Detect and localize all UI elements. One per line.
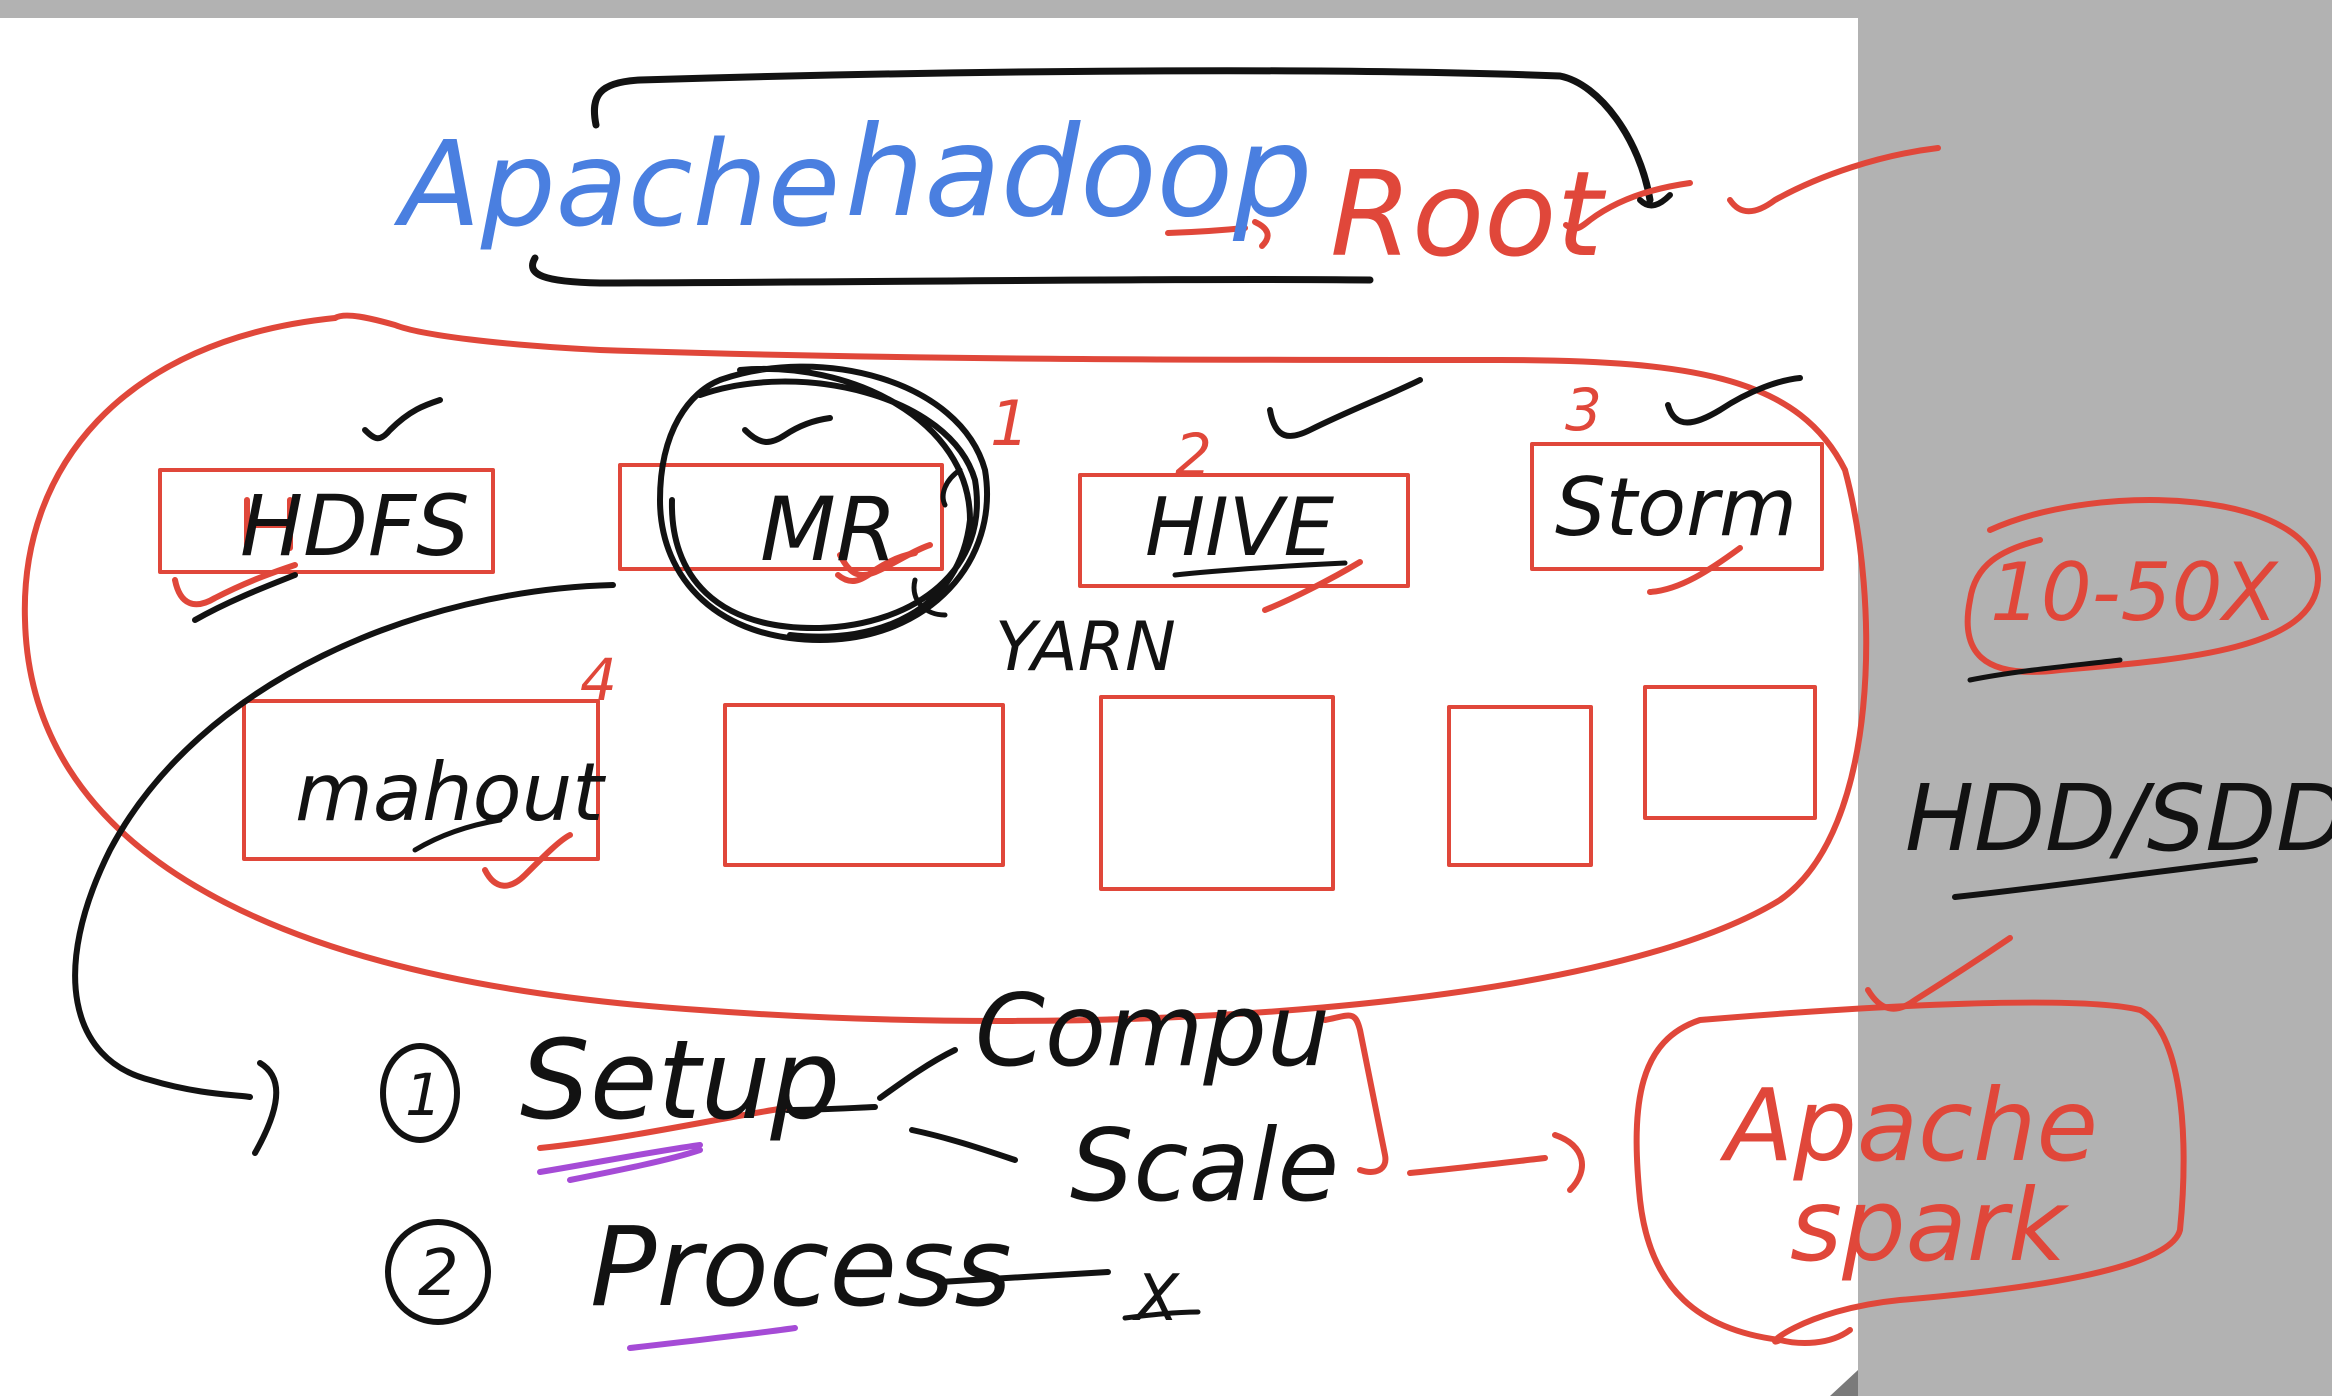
empty-box-2 — [1099, 695, 1335, 891]
check-icon — [1727, 145, 1941, 215]
setup-to-compu — [877, 1047, 958, 1101]
x-underline — [1122, 1309, 1201, 1321]
hdfs-red-h — [244, 497, 293, 551]
mahout-number: 4 — [580, 646, 617, 714]
storm-number: 3 — [1565, 376, 1602, 444]
title-hadoop: hadoop — [845, 100, 1312, 245]
process-cross: X — [1132, 1262, 1180, 1336]
storm-label: Storm — [1555, 461, 1797, 554]
flow-arrowhead — [252, 1060, 280, 1156]
compu-label: Compu — [975, 972, 1330, 1089]
check-icon — [482, 832, 573, 889]
hdd-ssd-label: HDD/SDD — [1905, 765, 2332, 872]
corner-fold-icon — [1830, 1370, 1858, 1396]
empty-box-3 — [1447, 705, 1593, 867]
title-apache: Apache — [393, 115, 840, 253]
scale-label: Scale — [1070, 1107, 1339, 1224]
process-line — [937, 1269, 1111, 1285]
check-icon — [742, 415, 833, 445]
hdfs-label: HDFS — [240, 477, 469, 575]
setup-underline-red — [537, 1105, 788, 1151]
hdd-ssd-underline — [1952, 857, 2258, 900]
hive-box — [1078, 473, 1410, 588]
step-one-marker: 1 — [405, 1061, 442, 1129]
hive-label: HIVE — [1145, 481, 1334, 574]
mahout-box — [242, 699, 600, 861]
setup-line — [784, 1104, 878, 1113]
hdfs-box — [158, 468, 495, 574]
process-underline-purple — [627, 1325, 798, 1351]
step-two-marker: 2 — [418, 1237, 459, 1311]
yarn-label: YARN — [995, 608, 1176, 687]
tenx-label: 10-50X — [1990, 546, 2279, 639]
storm-box — [1530, 442, 1824, 571]
title-root: Root — [1330, 145, 1606, 283]
hive-number: 2 — [1175, 421, 1212, 489]
check-icon — [1563, 180, 1693, 232]
yarn-arrow — [911, 467, 963, 618]
title-arrow — [1165, 219, 1271, 249]
step-two-circle — [385, 1219, 491, 1325]
mr-box — [618, 463, 944, 571]
tenx-circle — [1964, 497, 2322, 675]
spark-line1: Apache — [1719, 1067, 2098, 1184]
step-one-circle — [380, 1043, 460, 1143]
title-underline-bracket — [529, 254, 1374, 287]
mahout-label: mahout — [295, 746, 606, 839]
check-icon — [362, 397, 443, 442]
flow-arrow — [72, 582, 616, 1100]
mr-label: MR — [760, 478, 897, 581]
step-one-label: Setup — [520, 1016, 840, 1144]
title-bracket — [590, 67, 1654, 204]
check-icon — [1267, 377, 1423, 439]
hive-underline — [1172, 560, 1348, 578]
mr-red-tick — [835, 550, 918, 584]
check-icon — [1262, 559, 1363, 613]
setup-to-scale — [909, 1127, 1018, 1163]
check-icon — [172, 562, 298, 608]
spark-box-tail — [1777, 1327, 1853, 1346]
check-icon — [1665, 375, 1803, 426]
mahout-underline — [412, 817, 503, 853]
mr-number: 1 — [990, 387, 1029, 460]
check-icon — [192, 572, 298, 623]
compute-scale-bracket — [1322, 1012, 1389, 1175]
tenx-underline — [1967, 657, 2123, 683]
to-spark-arrow — [1407, 1132, 1585, 1193]
check-icon — [1865, 935, 2013, 1012]
check-icon — [1647, 545, 1743, 595]
step-two-label: Process — [590, 1203, 1012, 1331]
empty-box-1 — [723, 703, 1005, 867]
setup-underline-purple — [537, 1142, 703, 1183]
spark-line2: spark — [1790, 1167, 2070, 1284]
spark-box — [1633, 999, 2187, 1345]
mr-circle-scribble — [657, 363, 990, 643]
check-icon — [1637, 192, 1673, 209]
empty-box-4 — [1643, 685, 1817, 820]
ecosystem-oval — [21, 312, 1870, 1024]
